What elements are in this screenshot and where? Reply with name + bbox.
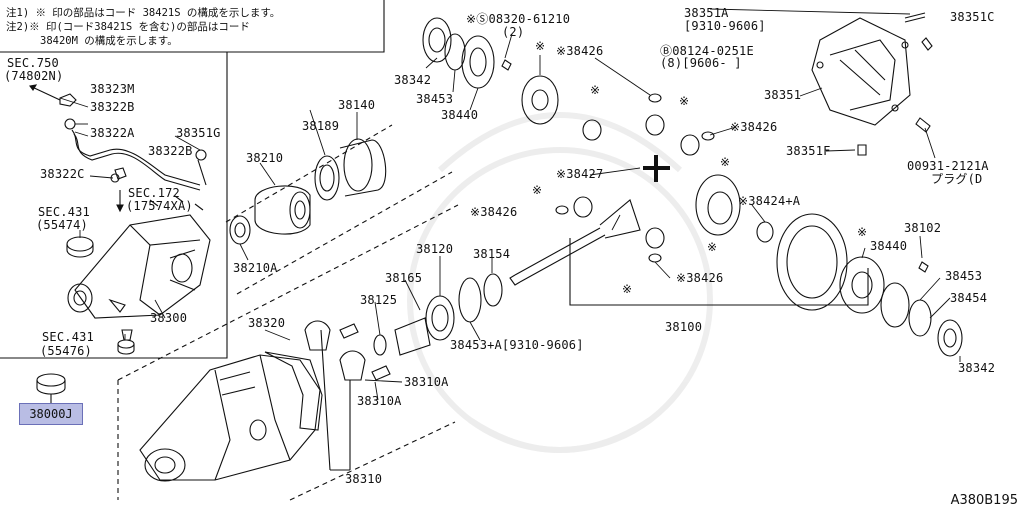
ring-gear [776, 213, 963, 357]
star-marker: ※ [707, 240, 718, 254]
label-38440-left[interactable]: 38440 [441, 108, 479, 122]
note-line-2: 注2)※ 印(コード38421S を含む)の部品はコード [6, 21, 250, 33]
label-plug-d[interactable]: プラグ(D [931, 172, 983, 186]
label-38351G[interactable]: 38351G [176, 126, 221, 140]
label-38322C[interactable]: 38322C [40, 167, 85, 181]
label-38165[interactable]: 38165 [385, 271, 423, 285]
label-sec431-top-code[interactable]: (55474) [36, 218, 88, 232]
label-38453-right[interactable]: 38453 [945, 269, 983, 283]
label-00931-2121A[interactable]: 00931-2121A [907, 159, 989, 173]
label-38320[interactable]: 38320 [248, 316, 286, 330]
diff-gears [521, 75, 774, 263]
label-38351F[interactable]: 38351F [786, 144, 831, 158]
label-38310[interactable]: 38310 [345, 472, 383, 486]
side-bearings-top [422, 17, 512, 89]
label-38310A-lower[interactable]: 38310A [357, 394, 402, 408]
label-sec172-code[interactable]: (17574XA) [126, 199, 193, 213]
label-38323M[interactable]: 38323M [90, 82, 135, 96]
label-38154[interactable]: 38154 [473, 247, 511, 261]
star-marker: ※ [590, 83, 601, 97]
label-38322A[interactable]: 38322A [90, 126, 135, 140]
rear-cover [811, 12, 933, 156]
left-panel-frame [0, 52, 228, 359]
label-08124-0251E[interactable]: Ⓑ08124-0251E [660, 44, 754, 58]
diagram-code: A380B195 [950, 493, 1018, 508]
differential-assembly-small [67, 195, 211, 319]
label-38300[interactable]: 38300 [150, 311, 188, 325]
label-38189[interactable]: 38189 [302, 119, 340, 133]
label-08320-61210[interactable]: ※Ⓢ08320-61210 [466, 12, 571, 26]
label-38453-plus-A[interactable]: 38453+A[9310-9606] [450, 338, 584, 352]
label-38342-left[interactable]: 38342 [394, 73, 432, 87]
label-38000J-highlighted[interactable]: 38000J [19, 403, 83, 425]
label-38426-bottom[interactable]: ※38426 [676, 271, 724, 285]
label-38424-plus-A[interactable]: ※38424+A [738, 194, 801, 208]
label-sec750-code[interactable]: (74802N) [4, 69, 64, 83]
star-marker: ※ [532, 183, 543, 197]
label-sec431-bottom[interactable]: SEC.431 [42, 330, 94, 344]
label-38310A-upper[interactable]: 38310A [404, 375, 449, 389]
label-38322B-top[interactable]: 38322B [90, 100, 135, 114]
label-sec431-top[interactable]: SEC.431 [38, 205, 90, 219]
bearing-caps [304, 320, 391, 471]
leader-lines [59, 8, 961, 401]
watermark-emblem [407, 112, 713, 453]
star-marker: ※ [535, 39, 546, 53]
label-38440-right[interactable]: 38440 [870, 239, 908, 253]
carrier-housing-large [139, 351, 323, 482]
breather-hose-assembly [29, 84, 207, 403]
star-marker: ※ [720, 155, 731, 169]
label-38102[interactable]: 38102 [904, 221, 942, 235]
label-38454[interactable]: 38454 [950, 291, 988, 305]
label-38342-right[interactable]: 38342 [958, 361, 996, 375]
companion-flange-group [229, 138, 387, 245]
label-38210A[interactable]: 38210A [233, 261, 278, 275]
label-38351A[interactable]: 38351A [684, 6, 729, 20]
label-38210[interactable]: 38210 [246, 151, 284, 165]
label-38140[interactable]: 38140 [338, 98, 376, 112]
label-sec750[interactable]: SEC.750 [7, 56, 59, 70]
label-38426-mid[interactable]: ※38426 [470, 205, 518, 219]
star-marker: ※ [622, 282, 633, 296]
label-38100[interactable]: 38100 [665, 320, 703, 334]
label-38120[interactable]: 38120 [416, 242, 454, 256]
label-38427[interactable]: ※38427 [556, 167, 604, 181]
label-38322B-bottom[interactable]: 38322B [148, 144, 193, 158]
label-sec172[interactable]: SEC.172 [128, 186, 180, 200]
label-sec431-bottom-code[interactable]: (55476) [40, 344, 92, 358]
label-08320-qty[interactable]: (2) [502, 25, 525, 39]
star-marker: ※ [857, 225, 868, 239]
note-line-3: 38420M の構成を示します。 [40, 35, 178, 47]
drive-pinion-shaft [509, 199, 869, 306]
label-08124-qty[interactable]: (8)[9606- ] [660, 56, 742, 70]
label-38125[interactable]: 38125 [360, 293, 398, 307]
label-38453-left[interactable]: 38453 [416, 92, 454, 106]
label-38426-top[interactable]: ※38426 [556, 44, 604, 58]
label-38426-right[interactable]: ※38426 [730, 120, 778, 134]
dashed-group-lines [117, 124, 459, 501]
label-38351C[interactable]: 38351C [950, 10, 995, 24]
note-line-1: 注1) ※ 印の部品はコード 38421S の構成を示します。 [6, 7, 281, 19]
note-box-frame [0, 0, 385, 53]
label-38351A-date[interactable]: [9310-9606] [684, 19, 766, 33]
label-38351[interactable]: 38351 [764, 88, 802, 102]
star-marker: ※ [679, 94, 690, 108]
